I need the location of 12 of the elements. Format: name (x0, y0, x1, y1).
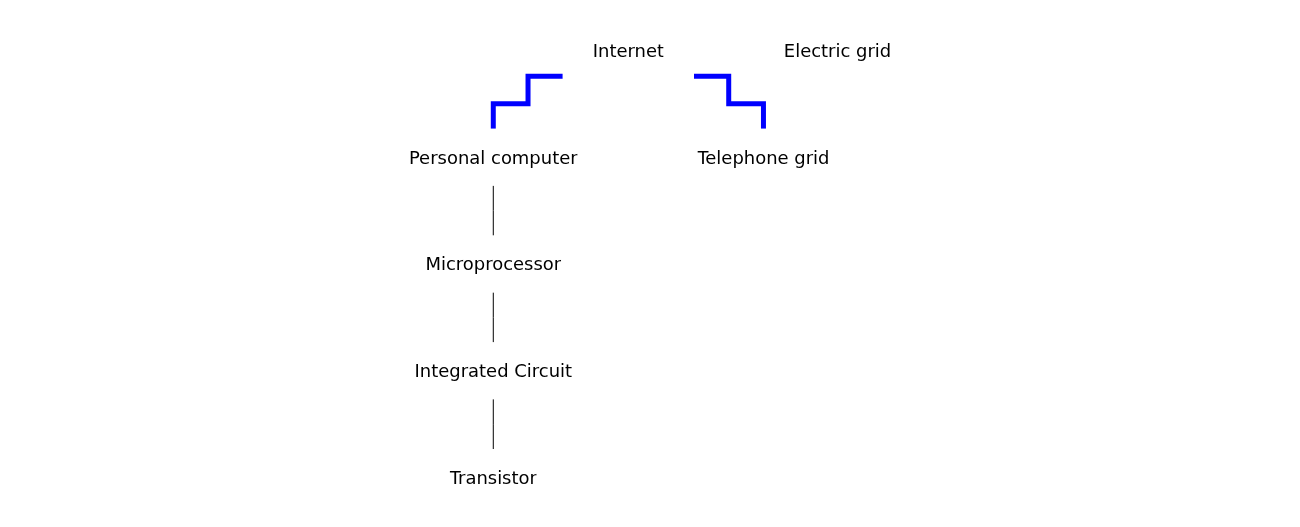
connector (490, 73, 563, 131)
node-text: Microprocessor (425, 253, 562, 274)
node-text: Electric grid (783, 39, 892, 61)
connector (693, 73, 766, 131)
connector (492, 291, 494, 343)
node-text: Personal computer (408, 146, 578, 168)
node-text: Transistor (449, 466, 537, 488)
node-text: Integrated Circuit (414, 359, 572, 381)
connector (492, 398, 494, 450)
node-text: Internet (592, 39, 664, 61)
node-text: Telephone grid (697, 146, 830, 168)
connector (492, 184, 494, 236)
